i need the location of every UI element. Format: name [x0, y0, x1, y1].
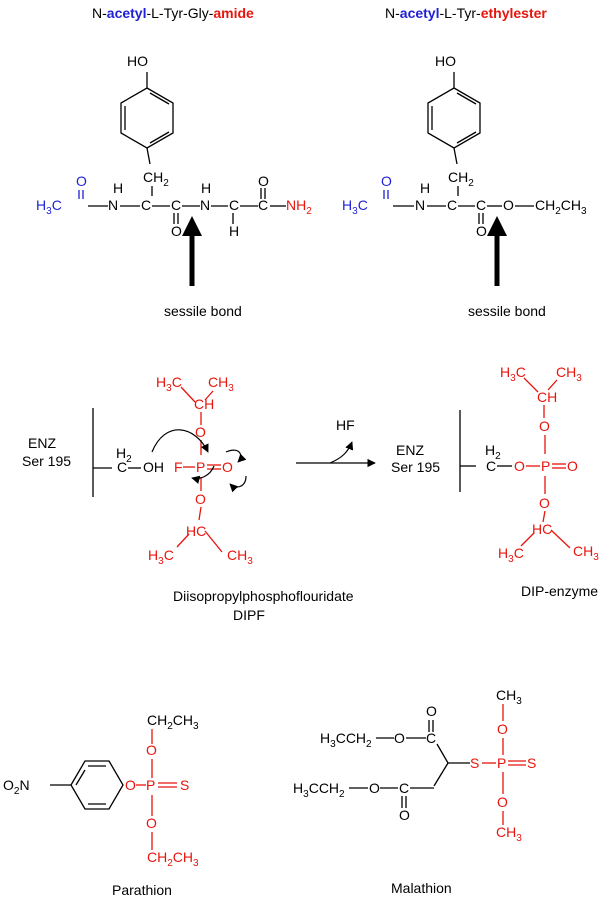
title-n-acetyl-tyr-ethylester: N-acetyl-L-Tyr-ethylester — [385, 5, 547, 21]
svg-text:H: H — [229, 223, 239, 239]
svg-text:H3CCH2: H3CCH2 — [293, 780, 345, 800]
svg-text:CH3: CH3 — [496, 687, 522, 707]
svg-text:O: O — [476, 223, 487, 239]
svg-text:O: O — [125, 777, 136, 793]
dip-enzyme-structure: ENZ Ser 195 H2 C O P O H3C CH3 CH O O HC… — [391, 364, 599, 599]
svg-text:Malathion: Malathion — [391, 880, 452, 896]
svg-text:CH: CH — [537, 389, 557, 405]
svg-text:O: O — [369, 780, 380, 796]
svg-text:HO: HO — [127, 53, 148, 69]
svg-text:O: O — [567, 458, 578, 474]
svg-text:Ser 195: Ser 195 — [391, 459, 440, 475]
svg-text:H: H — [201, 180, 211, 196]
svg-text:OH: OH — [143, 459, 164, 475]
dipf-reaction: ENZ Ser 195 H2 C OH H3C CH3 CH O F P O O… — [22, 374, 376, 623]
svg-text:S: S — [470, 755, 479, 771]
svg-text:H3C: H3C — [148, 547, 174, 567]
sessile-bond-label-left: sessile bond — [164, 303, 242, 319]
svg-text:O: O — [381, 173, 392, 189]
svg-text:O: O — [146, 742, 157, 758]
svg-text:HO: HO — [435, 53, 456, 69]
svg-text:C: C — [258, 197, 268, 213]
svg-text:O: O — [146, 815, 157, 831]
n-acetyl-tyr-ethylester-structure: HO CH2 O H3C N H C C O O CH2CH3 sessile … — [342, 53, 587, 319]
svg-text:HC: HC — [532, 521, 552, 537]
svg-text:O: O — [258, 173, 269, 189]
svg-text:ENZ: ENZ — [28, 435, 56, 451]
svg-text:H2: H2 — [116, 445, 132, 465]
svg-text:H3CCH2: H3CCH2 — [320, 730, 372, 750]
svg-text:P: P — [497, 755, 506, 771]
sessile-bond-label-right: sessile bond — [468, 303, 546, 319]
svg-text:ENZ: ENZ — [396, 442, 424, 458]
svg-text:C: C — [399, 780, 409, 796]
svg-text:C: C — [171, 197, 181, 213]
svg-text:CH3: CH3 — [208, 374, 234, 394]
svg-text:P: P — [196, 459, 205, 475]
svg-text:P: P — [146, 777, 155, 793]
svg-text:H: H — [420, 180, 430, 196]
svg-text:CH2: CH2 — [143, 169, 169, 189]
svg-text:Ser 195: Ser 195 — [22, 453, 71, 469]
svg-text:O2N: O2N — [3, 777, 30, 797]
svg-text:HF: HF — [336, 417, 355, 433]
svg-text:C: C — [447, 197, 457, 213]
svg-text:O: O — [426, 703, 437, 719]
svg-text:O: O — [76, 173, 87, 189]
svg-text:Diisopropylphosphoflouridate: Diisopropylphosphoflouridate — [173, 588, 354, 604]
svg-text:H3C: H3C — [498, 545, 524, 565]
svg-text:C: C — [117, 459, 127, 475]
svg-text:CH2CH3: CH2CH3 — [147, 849, 199, 869]
svg-text:CH2CH3: CH2CH3 — [147, 712, 199, 732]
svg-text:CH3: CH3 — [573, 543, 599, 563]
svg-text:NH2: NH2 — [286, 197, 312, 217]
svg-text:O: O — [539, 418, 550, 434]
title-n-acetyl-tyr-gly-amide: N-acetyl-L-Tyr-Gly-amide — [92, 5, 254, 21]
svg-text:C: C — [476, 197, 486, 213]
svg-text:CH2: CH2 — [448, 169, 474, 189]
svg-text:H3C: H3C — [342, 197, 368, 217]
svg-text:Parathion: Parathion — [112, 882, 172, 898]
parathion-structure: CH2CH3 O P S O O CH2CH3 O2N Parathion — [3, 712, 199, 898]
svg-text:C: C — [229, 197, 239, 213]
svg-text:DIPF: DIPF — [233, 607, 265, 623]
svg-text:CH3: CH3 — [227, 547, 253, 567]
svg-text:O: O — [171, 223, 182, 239]
svg-text:F: F — [174, 459, 183, 475]
svg-text:O: O — [394, 730, 405, 746]
svg-text:H3C: H3C — [156, 374, 182, 394]
svg-text:O: O — [539, 495, 550, 511]
svg-text:O: O — [222, 459, 233, 475]
svg-text:N: N — [200, 197, 210, 213]
svg-text:HC: HC — [186, 523, 206, 539]
svg-text:N: N — [415, 197, 425, 213]
svg-text:P: P — [541, 458, 550, 474]
svg-text:H3C: H3C — [500, 364, 526, 384]
svg-text:H: H — [113, 180, 123, 196]
svg-text:O: O — [195, 491, 206, 507]
svg-text:N: N — [108, 197, 118, 213]
svg-text:DIP-enzyme: DIP-enzyme — [521, 583, 598, 599]
svg-text:O: O — [503, 197, 514, 213]
svg-text:O: O — [497, 794, 508, 810]
svg-text:O: O — [497, 721, 508, 737]
svg-text:O: O — [195, 424, 206, 440]
svg-text:CH3: CH3 — [496, 824, 522, 844]
svg-text:H3C: H3C — [36, 197, 62, 217]
svg-text:O: O — [514, 458, 525, 474]
svg-text:CH2CH3: CH2CH3 — [535, 197, 587, 217]
svg-text:CH3: CH3 — [556, 364, 582, 384]
svg-text:O: O — [399, 807, 410, 823]
svg-text:S: S — [180, 777, 189, 793]
svg-text:C: C — [426, 730, 436, 746]
n-acetyl-tyr-gly-amide-structure: HO CH2 O H3C N H C C O N H C H C O — [36, 53, 312, 319]
svg-text:CH: CH — [194, 396, 214, 412]
malathion-structure: H3CCH2 O C O S P S O CH3 O CH3 H3CCH2 O … — [293, 687, 536, 896]
svg-text:C: C — [486, 458, 496, 474]
svg-text:C: C — [141, 197, 151, 213]
svg-text:H2: H2 — [485, 442, 501, 462]
svg-text:S: S — [527, 755, 536, 771]
